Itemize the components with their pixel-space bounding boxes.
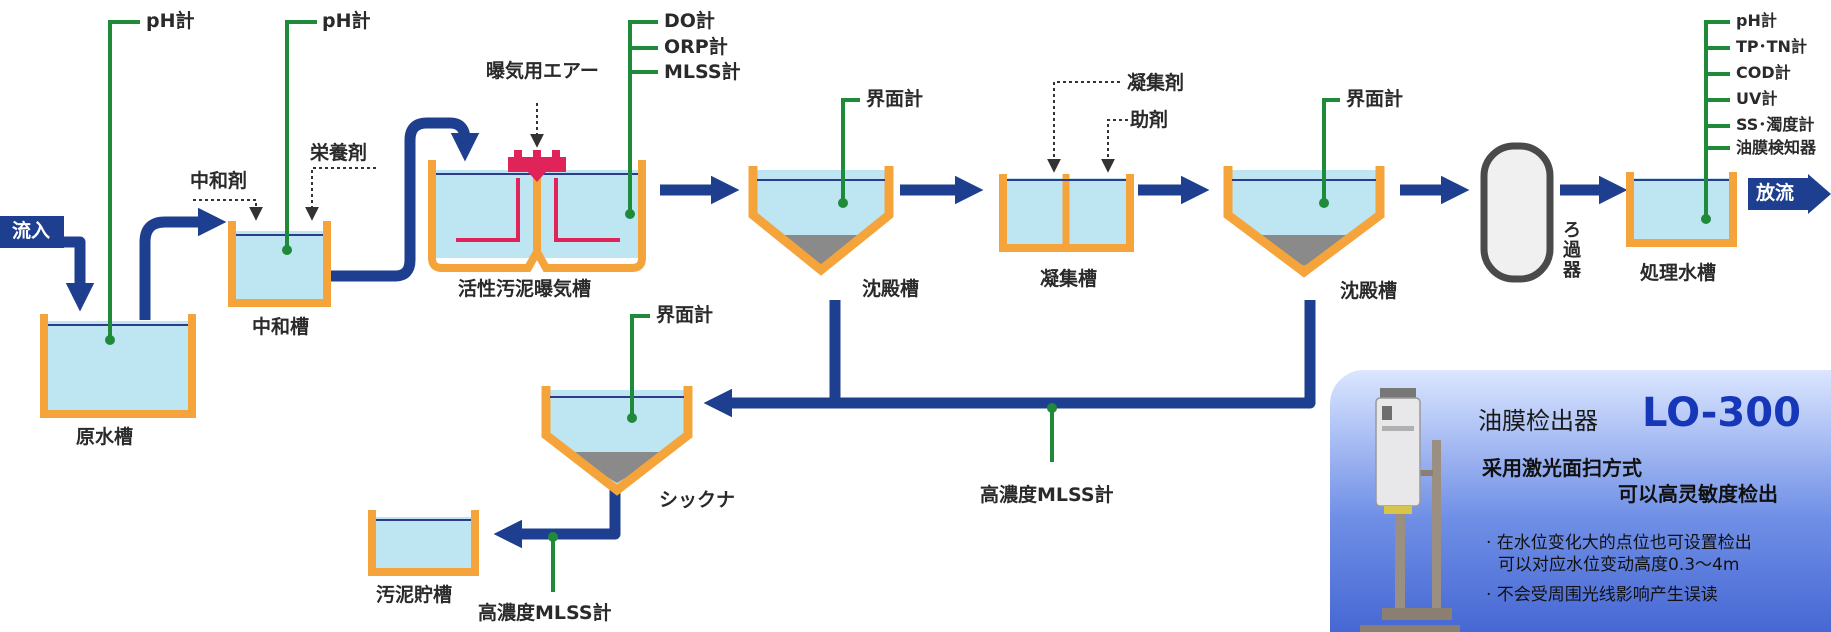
tank-treated [1626,172,1737,247]
label-sensor-mlss: MLSS計 [664,61,741,83]
pipe-raw-to-neutral [139,207,227,320]
discharge-label: 放流 [1756,182,1795,204]
pipe-neutral-to-aeration [330,117,480,282]
label-sensor-out-oil: 油膜検知器 [1736,138,1817,157]
sensor-line-aeration [628,20,658,212]
product-panel: 油膜检出器 LO-300 采用激光面扫方式 可以高灵敏度检出 · 在水位变化大的… [1330,370,1831,632]
label-sensor-out-ph: pH計 [1736,11,1777,30]
product-headline1: 采用激光面扫方式 [1482,456,1642,480]
label-filter-char: 器 [1563,260,1581,281]
pipe-sludge-return [715,300,1316,403]
label-tank-treated: 処理水槽 [1640,262,1717,284]
label-tank-thickener: シックナ [659,489,736,511]
label-tank-raw: 原水槽 [76,426,134,448]
dose-aid [1101,119,1128,173]
tank-thickener [541,386,693,496]
label-sensor-hc-mlss1: 高濃度MLSS計 [980,484,1114,506]
dose-coagulant [1047,81,1120,173]
label-tank-coag: 凝集槽 [1040,268,1098,290]
sensor-dot [625,209,635,219]
label-tank-settle1: 沈殿槽 [862,278,920,300]
sensor-dot [1319,198,1329,208]
sensor-dot [105,335,115,345]
sensor-line-interface3 [630,314,650,415]
product-bullet1b: 可以对应水位变动高度0.3～4m [1498,555,1740,575]
sensor-line-ph1 [108,20,140,338]
dose-nutrient [305,167,376,221]
product-name: 油膜检出器 [1478,407,1598,435]
label-sensor-interface2: 界面計 [1346,88,1404,110]
inflow-label: 流入 [12,220,51,242]
sensor-line-outlet [1704,20,1730,217]
label-sensor-ph2: pH計 [322,10,371,32]
filter-vessel [1480,142,1554,283]
tank-coag [999,174,1134,252]
sensor-line-ph2 [285,20,317,248]
product-image [1360,388,1460,632]
tank-aeration [428,150,646,272]
label-nutrient: 栄養剤 [310,142,368,164]
label-aid: 助剤 [1130,109,1169,131]
label-sensor-out-tptn: TP･TN計 [1736,37,1807,56]
sensor-dot [1047,403,1057,413]
tank-settle2 [1223,166,1385,278]
label-sensor-ph1: pH計 [146,10,195,32]
label-sensor-out-ss: SS･濁度計 [1736,115,1815,134]
sensor-line-interface2 [1322,98,1340,200]
label-tank-sludge-store: 汚泥貯槽 [376,584,453,606]
product-bullet1: · 在水位变化大的点位也可设置检出 [1486,533,1752,553]
label-tank-settle2: 沈殿槽 [1340,280,1398,302]
dose-neutralizer [193,199,263,221]
label-filter-char: ろ [1563,220,1581,241]
label-sensor-hc-mlss2: 高濃度MLSS計 [478,602,612,624]
inflow-badge [0,216,64,248]
label-sensor-interface3: 界面計 [656,304,714,326]
tank-settle1 [748,166,894,276]
label-sensor-orp: ORP計 [664,36,728,58]
tank-raw [40,314,196,418]
tank-sludge-store [368,510,479,576]
pipe-inflow [18,236,95,312]
sensor-dot [282,245,292,255]
product-model: LO-300 [1642,390,1801,436]
label-sensor-do: DO計 [664,10,715,32]
label-filter-char: 過 [1563,240,1581,261]
sensor-line-interface1 [841,98,860,200]
pipe-thickener-to-store [493,490,621,549]
sensor-dot [548,532,558,542]
label-sensor-out-uv: UV計 [1736,89,1778,108]
sensor-dot [627,413,637,423]
label-neutralizer: 中和剤 [190,170,248,192]
discharge-badge [1748,178,1808,210]
tank-neutral [228,221,331,307]
sensor-dot [838,198,848,208]
label-tank-aeration: 活性汚泥曝気槽 [458,278,592,300]
product-bullet2: · 不会受周围光线影响产生误读 [1486,585,1718,605]
label-aeration-air: 曝気用エアー [486,60,599,82]
label-sensor-out-cod: COD計 [1736,63,1791,82]
product-headline2: 可以高灵敏度检出 [1618,482,1778,506]
label-tank-neutral: 中和槽 [252,316,310,338]
label-coagulant: 凝集剤 [1127,72,1185,94]
sensor-dot [1701,214,1711,224]
label-sensor-interface1: 界面計 [866,88,924,110]
